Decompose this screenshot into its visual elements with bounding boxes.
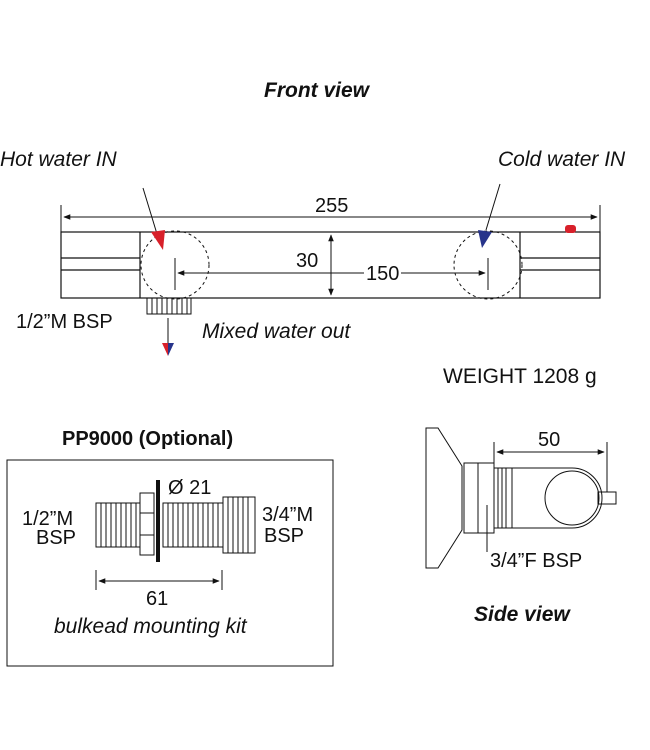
- cold-water-label: Cold water IN: [498, 148, 626, 171]
- inlet-thread-label: 1/2”M BSP: [16, 311, 113, 333]
- kit-right-thread-line1: 3/4”M: [262, 504, 314, 526]
- mixed-outlet-arrow: [162, 318, 174, 356]
- kit-diameter-label: Ø 21: [168, 477, 212, 499]
- weight-label: WEIGHT 1208 g: [443, 365, 597, 388]
- dimension-centers-label: 150: [364, 263, 402, 285]
- dimension-length: [60, 205, 601, 232]
- kit-frame: [6, 459, 334, 667]
- side-view-title: Side view: [474, 603, 570, 626]
- kit-left-thread-line1: 1/2”M: [22, 508, 74, 530]
- side-dimension-depth: [493, 442, 608, 492]
- temperature-knob: [565, 225, 576, 233]
- front-view-title: Front view: [264, 79, 370, 102]
- front-view-body: [60, 231, 601, 299]
- mixed-water-label: Mixed water out: [202, 320, 351, 343]
- kit-title: PP9000 (Optional): [62, 428, 234, 450]
- kit-length-label: 61: [146, 588, 169, 610]
- hot-water-label: Hot water IN: [0, 148, 117, 171]
- kit-fitting: [95, 492, 256, 556]
- dimension-centers: [174, 258, 489, 290]
- outlet-thread: [146, 297, 192, 315]
- kit-dimension-length: [95, 570, 223, 590]
- kit-left-thread-line2: BSP: [36, 527, 77, 549]
- hot-inlet-arrow: [142, 187, 165, 250]
- kit-right-thread-line2: BSP: [264, 525, 305, 547]
- dimension-height-label: 30: [296, 250, 319, 272]
- cold-inlet-arrow: [478, 183, 501, 248]
- front-inlet-circles: [140, 230, 523, 300]
- side-view-body: [425, 427, 617, 569]
- kit-caption: bulkead mounting kit: [54, 615, 247, 638]
- side-depth-label: 50: [538, 429, 561, 451]
- dimension-length-label: 255: [313, 195, 351, 217]
- side-thread-label: 3/4”F BSP: [490, 550, 583, 572]
